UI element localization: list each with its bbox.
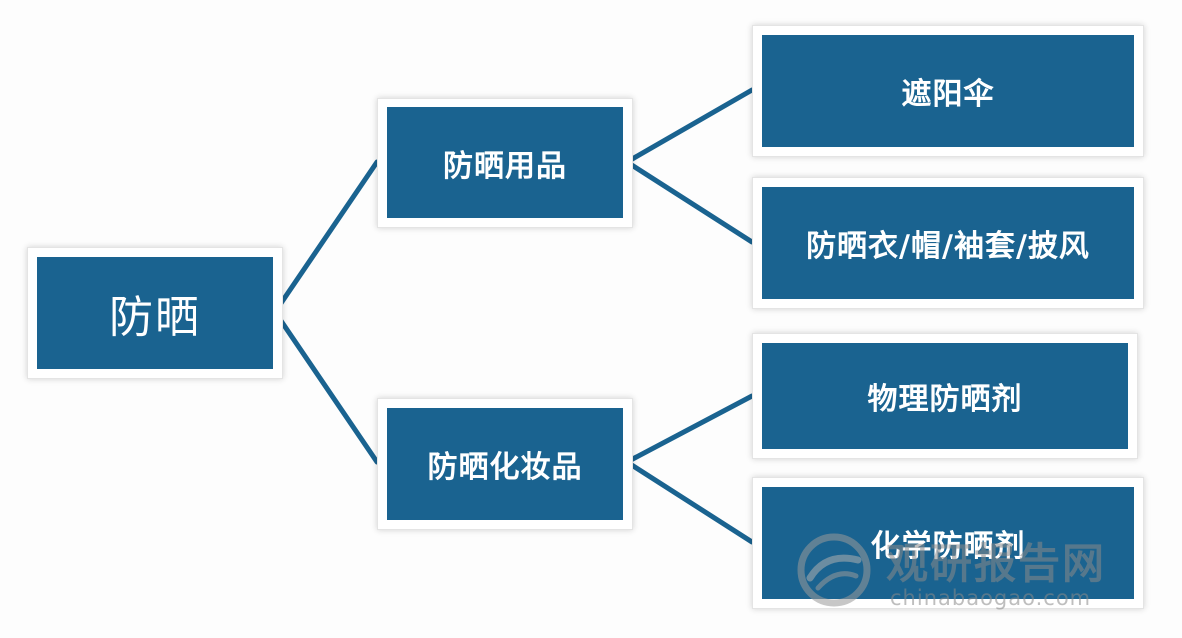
leaf-node-2: 防晒衣/帽/袖套/披风 <box>762 187 1134 299</box>
leaf-node-1: 遮阳伞 <box>762 35 1134 147</box>
connector-root-to-branch-2 <box>272 309 380 465</box>
watermark: 观研报告网 chinabaogao.com <box>790 528 1150 618</box>
leaf-node-3: 物理防晒剂 <box>762 343 1128 449</box>
watermark-text-cn: 观研报告网 <box>886 539 1107 588</box>
root-node: 防晒 <box>37 257 273 369</box>
branch-node-1: 防晒用品 <box>387 107 623 218</box>
branch-node-2: 防晒化妆品 <box>387 408 623 520</box>
connector-branch-2-to-leaf-4 <box>624 459 755 545</box>
watermark-text-en: chinabaogao.com <box>890 586 1092 610</box>
connector-branch-2-to-leaf-3 <box>624 393 755 465</box>
connector-branch-1-to-leaf-1 <box>624 87 755 165</box>
connector-branch-1-to-leaf-2 <box>624 159 755 245</box>
watermark-logo-icon <box>797 533 871 607</box>
connector-root-to-branch-1 <box>272 159 380 315</box>
